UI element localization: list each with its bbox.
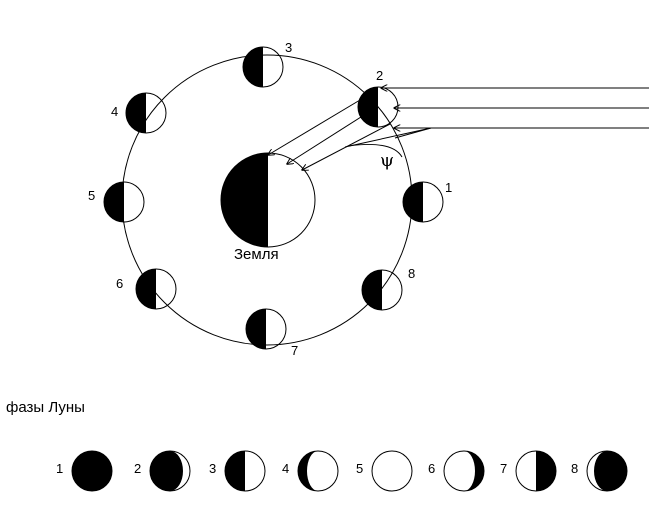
sunlight-rays — [381, 88, 649, 128]
phase-label-5: 5 — [356, 461, 363, 476]
phases-row: 1 2 3 4 5 6 7 8 — [56, 450, 628, 492]
orbit-moon-label-8: 8 — [408, 266, 415, 281]
phases-title: фазы Луны — [6, 399, 85, 416]
phase-last-quarter — [515, 450, 557, 492]
orbit-moon-label-4: 4 — [111, 104, 118, 119]
phase-label-6: 6 — [428, 461, 435, 476]
orbit-moon-label-5: 5 — [88, 188, 95, 203]
phase-waxing-gibbous — [297, 450, 339, 492]
orbit-moon-4 — [125, 92, 167, 134]
orbit-moon-label-1: 1 — [445, 180, 452, 195]
phase-waning-crescent — [586, 450, 628, 492]
orbit-moon-7 — [245, 308, 287, 350]
phase-label-3: 3 — [209, 461, 216, 476]
phase-full — [371, 450, 413, 492]
orbit-moon-3 — [242, 46, 284, 88]
earth-label: Земля — [234, 246, 279, 263]
phase-label-4: 4 — [282, 461, 289, 476]
orbit-moon-5 — [103, 181, 145, 223]
orbit-moon-label-7: 7 — [291, 343, 298, 358]
orbit-moon-6 — [135, 268, 177, 310]
orbit-moon-label-2: 2 — [376, 68, 383, 83]
phase-first-quarter — [224, 450, 266, 492]
orbit-moon-2 — [357, 86, 399, 128]
phase-new — [71, 450, 113, 492]
phase-waxing-crescent — [149, 450, 191, 492]
orbit-moon-1 — [402, 181, 444, 223]
phase-label-2: 2 — [134, 461, 141, 476]
orbit-moons: 1 2 3 4 5 6 7 8 — [88, 40, 452, 358]
phase-angle-arc — [344, 127, 432, 158]
phase-label-7: 7 — [500, 461, 507, 476]
orbit-moon-label-3: 3 — [285, 40, 292, 55]
phase-angle-symbol: ψ — [380, 150, 394, 171]
phase-label-1: 1 — [56, 461, 63, 476]
phase-label-8: 8 — [571, 461, 578, 476]
orbit-moon-label-6: 6 — [116, 276, 123, 291]
orbit-moon-8 — [361, 269, 403, 311]
phase-waning-gibbous — [443, 450, 485, 492]
earth — [220, 152, 316, 248]
